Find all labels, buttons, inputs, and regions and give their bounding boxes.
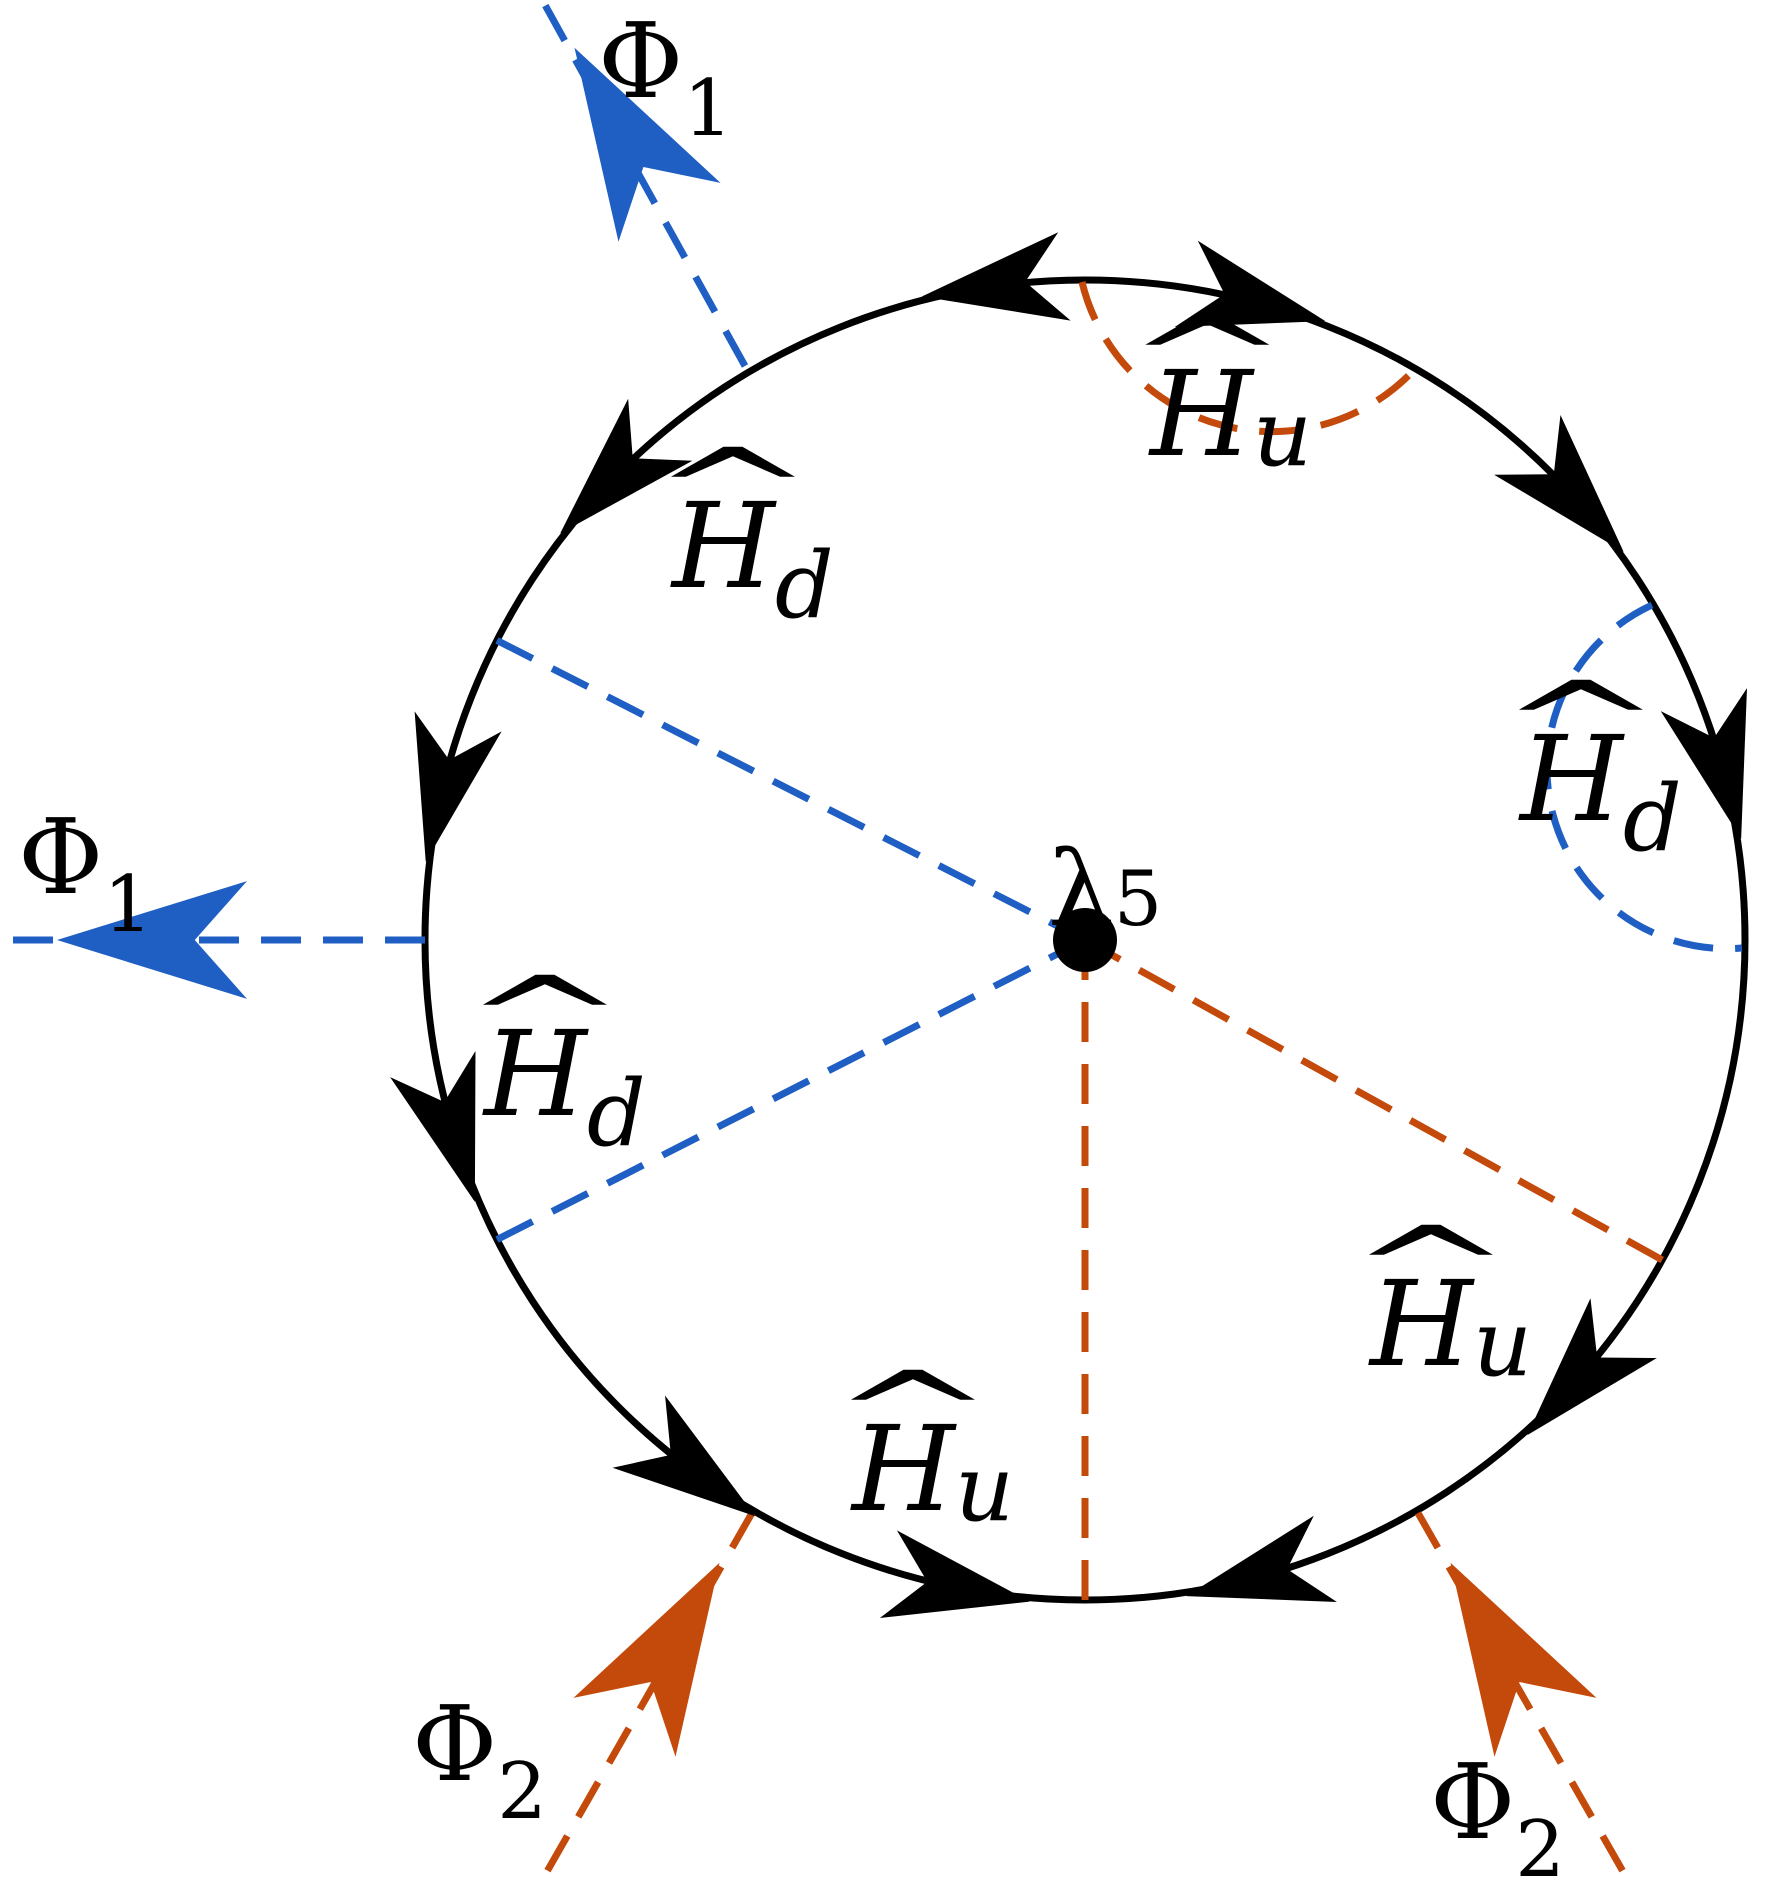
propagator-hd-internal-lower [495, 936, 1087, 1243]
svg-text:^: ^ [830, 1348, 996, 1476]
svg-text:Hu: Hu [1148, 345, 1312, 487]
arrow-fermion-loop-1 [921, 232, 1071, 321]
propagator-arrows [57, 47, 1747, 1757]
arrow-fermion-loop-11 [1174, 240, 1326, 327]
external-label-phi1-left: Φ1 [18, 796, 153, 950]
arrow-fermion-loop-4 [390, 1051, 476, 1202]
arrow-fermion-loop-6 [879, 1530, 1030, 1618]
loop-label-hd-lower-left: Hd ^ [462, 953, 646, 1167]
svg-text:^: ^ [650, 425, 816, 553]
external-leg-phi1-top [541, 3, 749, 368]
external-label-phi2-bottom-right: Φ2 [1430, 1741, 1565, 1882]
propagator-hd-self-energy-right [1543, 601, 1743, 953]
arrow-fermion-loop-9 [1660, 688, 1747, 839]
external-label-phi1-top: Φ1 [598, 0, 733, 154]
arrow-phi1-top [574, 47, 721, 242]
propagator-hd-internal-upper [495, 637, 1087, 944]
external-leg-phi2-bottom-left [541, 1511, 756, 1877]
propagator-hu-internal-right [1083, 936, 1664, 1264]
svg-text:^: ^ [1498, 658, 1664, 786]
svg-text:^: ^ [1348, 1203, 1514, 1331]
propagator-hu-self-energy-top [1078, 281, 1415, 436]
external-label-phi2-bottom-left: Φ2 [412, 1683, 547, 1837]
loop-label-hu-bottom: Hu ^ [830, 1348, 1014, 1542]
arrow-fermion-loop-8 [1527, 1298, 1657, 1436]
loop-label-hd-upper-left: Hd ^ [650, 425, 834, 639]
arrow-fermion-loop-3 [414, 711, 502, 862]
svg-text:Hd: Hd [482, 1005, 646, 1167]
svg-text:Hu: Hu [1368, 1255, 1532, 1397]
arrow-phi2-bottom-right [1450, 1562, 1597, 1757]
svg-text:Hd: Hd [670, 477, 834, 639]
loop-label-hu-lower-right: Hu ^ [1348, 1203, 1532, 1397]
vertex-label: λ5 [1048, 828, 1162, 950]
arrow-fermion-loop-7 [1186, 1515, 1337, 1602]
arrow-fermion-loop-5 [612, 1395, 756, 1517]
svg-text:^: ^ [1124, 293, 1290, 421]
vertex-dot [1053, 908, 1117, 972]
arrow-fermion-loop-2 [560, 398, 693, 534]
loop-label-hd-right: Hd ^ [1498, 658, 1682, 872]
svg-text:Hd: Hd [1518, 710, 1682, 872]
svg-text:^: ^ [462, 953, 628, 1081]
arrow-fermion-loop-10 [1494, 414, 1624, 552]
svg-text:Hu: Hu [850, 1400, 1014, 1542]
arrow-phi2-bottom-left [573, 1562, 720, 1757]
loop-label-hu-top: Hu ^ [1124, 293, 1312, 487]
arrow-phi1-left [57, 881, 247, 999]
external-leg-phi2-bottom-right [1414, 1511, 1629, 1877]
